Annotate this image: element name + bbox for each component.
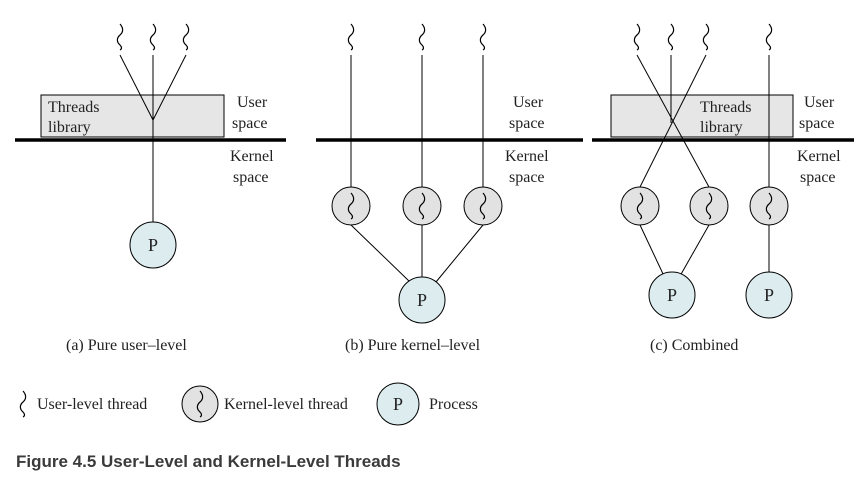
threads-library-box	[610, 94, 794, 138]
user-space-label-line1: User	[513, 94, 544, 111]
panel-c-label: (c) Combined	[650, 337, 738, 354]
threads-library-label-line2: library	[48, 119, 91, 136]
user-thread-icon	[633, 23, 641, 51]
kernel-thread-icon	[402, 186, 442, 226]
threads-library-label-line2: library	[700, 119, 743, 136]
thread-connector	[119, 54, 154, 121]
kernel-space-label-line1: Kernel	[797, 148, 841, 165]
user-space-label-line1: User	[804, 94, 835, 111]
user-thread-icon	[19, 390, 27, 418]
kernel-thread-icon	[181, 385, 219, 423]
legend: User-level thread Kernel-level thread P …	[19, 382, 478, 426]
user-thread-icon	[702, 23, 710, 51]
thread-connector	[152, 54, 187, 121]
panel-a: Threads library User space Kernel space …	[15, 23, 286, 354]
kernel-space-label-line2: space	[509, 169, 545, 186]
user-thread-icon	[149, 23, 157, 51]
process-circle	[129, 221, 177, 269]
process-circle	[648, 271, 696, 319]
panel-b: User space Kernel space P (b) Pure kerne…	[316, 23, 583, 354]
user-thread-icon	[418, 23, 426, 51]
panel-a-label: (a) Pure user–level	[66, 337, 187, 354]
process-connector	[350, 224, 411, 283]
user-thread-icon	[347, 23, 355, 51]
kernel-thread-icon	[331, 186, 371, 226]
process-symbol: P	[393, 394, 403, 414]
process-symbol: P	[667, 285, 677, 305]
kernel-thread-icon	[463, 186, 503, 226]
legend-kernel-thread-label: Kernel-level thread	[224, 396, 348, 413]
user-thread-icon	[765, 23, 773, 51]
threads-library-box	[40, 94, 225, 138]
panel-c: Threads library User space Kernel space	[592, 23, 854, 354]
thread-connector	[639, 54, 707, 188]
threads-library-label-line1: Threads	[48, 99, 100, 116]
user-thread-icon	[479, 23, 487, 51]
figure-caption: Figure 4.5 User-Level and Kernel-Level T…	[16, 452, 401, 471]
kernel-thread-icon	[620, 186, 660, 226]
user-thread-icon	[667, 23, 675, 51]
kernel-thread-icon	[689, 186, 729, 226]
user-thread-icon	[116, 23, 124, 51]
process-circle	[398, 276, 446, 324]
process-connector	[679, 224, 710, 277]
user-space-label-line2: space	[232, 115, 268, 132]
kernel-space-label-line2: space	[800, 169, 836, 186]
kernel-space-label-line1: Kernel	[505, 148, 549, 165]
legend-process-label: Process	[429, 396, 478, 413]
process-connector	[639, 224, 665, 277]
user-space-label-line2: space	[509, 115, 545, 132]
panel-b-label: (b) Pure kernel–level	[345, 337, 481, 354]
user-thread-icon	[182, 23, 190, 51]
kernel-thread-icon	[749, 186, 789, 226]
legend-user-thread-label: User-level thread	[37, 396, 147, 413]
user-space-label-line2: space	[799, 115, 835, 132]
process-symbol: P	[148, 235, 158, 255]
process-circle	[745, 271, 793, 319]
process-symbol: P	[764, 285, 774, 305]
process-connector	[435, 224, 484, 283]
user-space-label-line1: User	[237, 94, 268, 111]
kernel-space-label-line2: space	[233, 169, 269, 186]
process-circle	[376, 382, 420, 426]
threads-library-label-line1: Threads	[700, 99, 752, 116]
process-symbol: P	[417, 290, 427, 310]
kernel-space-label-line1: Kernel	[230, 148, 274, 165]
